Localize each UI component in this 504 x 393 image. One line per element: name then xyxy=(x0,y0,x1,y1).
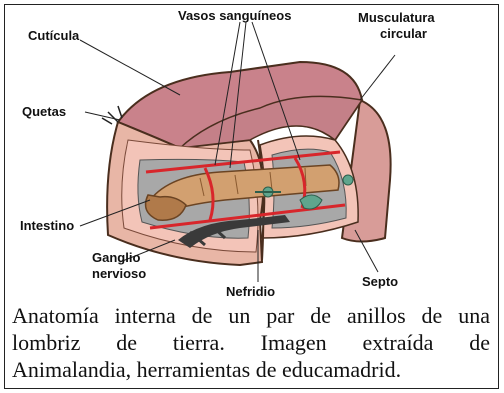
nephridium xyxy=(255,174,354,210)
leader-lines xyxy=(79,21,396,282)
nerve-ganglion xyxy=(178,215,290,248)
label-circular: circular xyxy=(380,26,427,41)
chaetae xyxy=(101,105,123,125)
worm-segment-body xyxy=(106,60,392,267)
label-nervioso: nervioso xyxy=(92,266,146,281)
label-nefridio: Nefridio xyxy=(226,284,275,299)
caption-line-1: Anatomía interna de un par de anillos de… xyxy=(12,303,490,328)
earthworm-anatomy-diagram: Cutícula Vasos sanguíneos Musculatura ci… xyxy=(20,8,435,299)
label-intestino: Intestino xyxy=(20,218,74,233)
label-cuticula: Cutícula xyxy=(28,28,80,43)
caption-line-2: lombriz de tierra. Imagen extraída de xyxy=(12,330,490,355)
label-quetas: Quetas xyxy=(22,104,66,119)
label-vasos-sanguineos: Vasos sanguíneos xyxy=(178,8,291,23)
label-ganglio: Ganglio xyxy=(92,250,140,265)
caption-line-3: Animalandia, herramientas de educamadrid… xyxy=(12,357,402,382)
label-musculatura: Musculatura xyxy=(358,10,435,25)
figure-caption: Anatomía interna de un par de anillos de… xyxy=(12,302,490,383)
label-septo: Septo xyxy=(362,274,398,289)
intestine xyxy=(144,164,340,221)
